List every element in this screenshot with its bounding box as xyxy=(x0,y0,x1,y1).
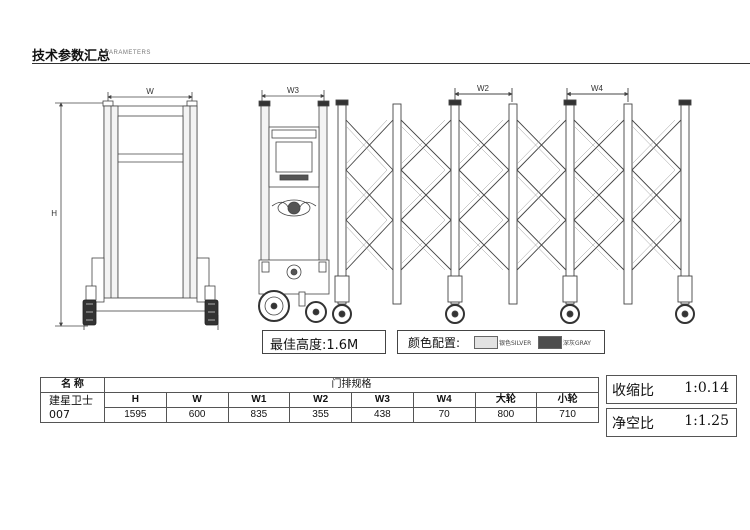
spec-value-w2: 355 xyxy=(289,407,352,423)
spec-value-w1: 835 xyxy=(227,407,291,423)
spec-table-header-row: 建星卫士 007 H W W1 W2 W3 W4 大轮 小轮 xyxy=(40,392,599,423)
spec-value-w4: 70 xyxy=(412,407,476,423)
spec-table: 名 称 门排规格 建星卫士 007 H W W1 W2 W3 W4 大轮 小轮 … xyxy=(40,377,599,423)
head-unit-view xyxy=(258,90,330,323)
spec-value-small-wheel: 710 xyxy=(536,407,599,423)
optimal-height-box: 最佳高度:1.6M xyxy=(262,330,386,354)
spec-col-w1: W1 xyxy=(227,392,291,408)
spec-model-line1: 建星卫士 xyxy=(49,393,93,407)
front-view xyxy=(55,92,219,330)
dim-label-w: W xyxy=(146,87,154,96)
spec-group-header: 门排规格 xyxy=(104,377,599,393)
dim-label-h: H xyxy=(51,209,57,218)
silver-swatch xyxy=(474,336,498,349)
spec-value-h: 1595 xyxy=(104,407,167,423)
spec-col-h: H xyxy=(104,392,167,408)
section-title: 技术参数汇总 xyxy=(32,49,111,64)
gray-swatch-label: 深灰GRAY xyxy=(563,340,591,347)
spec-col-w3: W3 xyxy=(351,392,414,408)
header-divider xyxy=(32,63,750,64)
gray-swatch xyxy=(538,336,562,349)
spec-table-value-row: 1595 600 835 355 438 70 800 710 xyxy=(41,407,599,423)
dim-label-w3: W3 xyxy=(287,86,300,95)
section-header: 技术参数汇总 PARAMETERS xyxy=(32,44,750,64)
clearance-ratio-value: 1:1.25 xyxy=(684,413,729,429)
shrink-ratio-box: 收缩比 1:0.14 xyxy=(606,375,737,404)
silver-swatch-label: 银色SILVER xyxy=(499,340,532,347)
spec-model-name: 建星卫士 007 xyxy=(40,392,105,423)
spec-col-w4: W4 xyxy=(412,392,476,408)
spec-value-w3: 438 xyxy=(351,407,414,423)
spec-col-w: W xyxy=(165,392,229,408)
color-options-label: 颜色配置: xyxy=(408,336,461,350)
spec-name-header: 名 称 xyxy=(40,377,105,393)
shrink-ratio-label: 收缩比 xyxy=(612,383,654,399)
spec-col-w2: W2 xyxy=(289,392,352,408)
spec-col-small-wheel: 小轮 xyxy=(536,392,599,408)
section-subtitle: PARAMETERS xyxy=(105,50,151,56)
spec-value-w: 600 xyxy=(165,407,229,423)
dim-label-w4: W4 xyxy=(591,84,604,93)
spec-model-line2: 007 xyxy=(49,407,70,421)
spec-value-big-wheel: 800 xyxy=(474,407,538,423)
optimal-height-text: 最佳高度:1.6M xyxy=(270,338,359,353)
color-options-box: 颜色配置: 银色SILVER 深灰GRAY xyxy=(397,330,605,354)
clearance-ratio-label: 净空比 xyxy=(612,416,654,432)
dim-label-w2: W2 xyxy=(477,84,490,93)
clearance-ratio-box: 净空比 1:1.25 xyxy=(606,408,737,437)
gate-technical-drawing: W H W1 W3 xyxy=(51,84,695,330)
spec-col-big-wheel: 大轮 xyxy=(474,392,538,408)
spec-table-group-row: 名 称 门排规格 xyxy=(40,377,599,393)
shrink-ratio-value: 1:0.14 xyxy=(684,380,729,396)
telescopic-lattice xyxy=(332,88,695,324)
